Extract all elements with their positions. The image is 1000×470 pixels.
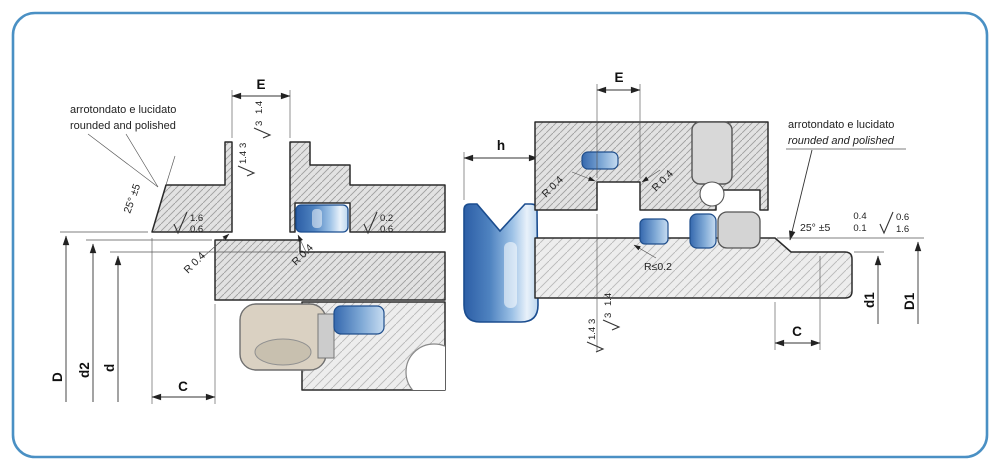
right-plug-pin	[691, 121, 733, 185]
dim-d: d	[102, 251, 298, 402]
left-view: E 3 1.4 1.4 3 arrotondato e lucidato rou…	[50, 77, 446, 404]
left-housing-right-piece	[289, 141, 446, 233]
svg-text:3: 3	[238, 143, 249, 148]
svg-text:3: 3	[254, 121, 265, 126]
svg-text:1.6: 1.6	[190, 213, 203, 224]
left-shaft-bore-detail	[405, 343, 445, 390]
svg-text:0.4: 0.4	[853, 211, 866, 222]
left-guide-block	[317, 313, 335, 359]
dim-label-D1: D1	[902, 292, 917, 310]
roughness-callout-right-inner: 1.4 3	[586, 319, 605, 353]
right-seal-b	[689, 213, 717, 249]
roughness-callout-left-outer: 3 1.4	[253, 101, 272, 139]
dim-label-d: d	[102, 364, 117, 372]
note-left-line2: rounded and polished	[70, 120, 176, 132]
svg-text:0.6: 0.6	[896, 212, 909, 223]
dim-d2: d2	[77, 239, 212, 402]
svg-text:1.4: 1.4	[254, 101, 265, 114]
dim-label-d2: d2	[77, 362, 92, 378]
svg-text:1.4: 1.4	[238, 151, 249, 164]
dim-C-right: C	[774, 256, 821, 350]
finish-callout-bore: 1.6 0.6	[173, 211, 203, 235]
note-right-line2: rounded and polished	[788, 135, 895, 147]
right-shaft	[534, 237, 853, 299]
dim-label-E-right: E	[614, 70, 623, 85]
edge-values-right: 0.4 0.1	[853, 211, 866, 234]
roughness-callout-left-inner: 1.4 3	[237, 143, 256, 177]
right-wiper-ring	[717, 211, 761, 249]
dim-E-right: E	[596, 70, 641, 178]
radius-label-shaft: R≤0.2	[633, 244, 672, 273]
dim-label-C-left: C	[178, 379, 188, 394]
svg-text:1.4: 1.4	[587, 327, 598, 340]
note-left-line1: arrotondato e lucidato	[70, 104, 176, 116]
finish-callout-right: 0.6 1.6	[879, 211, 909, 235]
left-groove-seal-highlight	[312, 209, 322, 228]
svg-text:3: 3	[603, 313, 614, 318]
svg-text:0.1: 0.1	[853, 223, 866, 234]
dim-label-C-right: C	[792, 324, 802, 339]
svg-text:3: 3	[587, 319, 598, 324]
svg-text:0.6: 0.6	[380, 224, 393, 235]
left-lower-seal	[333, 305, 385, 335]
svg-text:0.6: 0.6	[190, 224, 203, 235]
right-seal-a	[639, 218, 669, 245]
dim-D: D	[50, 231, 148, 402]
svg-text:0.2: 0.2	[380, 213, 393, 224]
dim-d1: d1	[854, 251, 884, 324]
dim-E-left: E	[231, 77, 291, 138]
right-housing-seal-insert	[581, 151, 619, 170]
note-right-line1: arrotondato e lucidato	[788, 119, 894, 131]
dim-C-left: C	[151, 238, 216, 404]
left-roller-inner	[254, 338, 312, 366]
note-left: arrotondato e lucidato rounded and polis…	[70, 104, 176, 188]
seal-highlight	[504, 242, 517, 308]
angle-label-right: 25° ±5	[800, 222, 831, 234]
dim-D1: D1	[777, 237, 924, 324]
right-ball-detail	[699, 181, 725, 207]
dim-label-D: D	[50, 372, 65, 382]
svg-text:R≤0.2: R≤0.2	[644, 261, 672, 273]
dim-label-E-left: E	[256, 77, 265, 92]
dim-label-d1: d1	[862, 292, 877, 308]
finish-callout-groove: 0.2 0.6	[363, 211, 393, 235]
dim-label-h: h	[497, 138, 505, 153]
svg-text:1.6: 1.6	[896, 224, 909, 235]
roughness-callout-right-outer: 3 1.4	[602, 293, 621, 331]
svg-text:1.4: 1.4	[603, 293, 614, 306]
right-view: E R 0.4 R 0.4 R≤0.2 3 1.4 1.4 3 ar	[534, 70, 924, 353]
note-right: arrotondato e lucidato rounded and polis…	[786, 119, 906, 241]
